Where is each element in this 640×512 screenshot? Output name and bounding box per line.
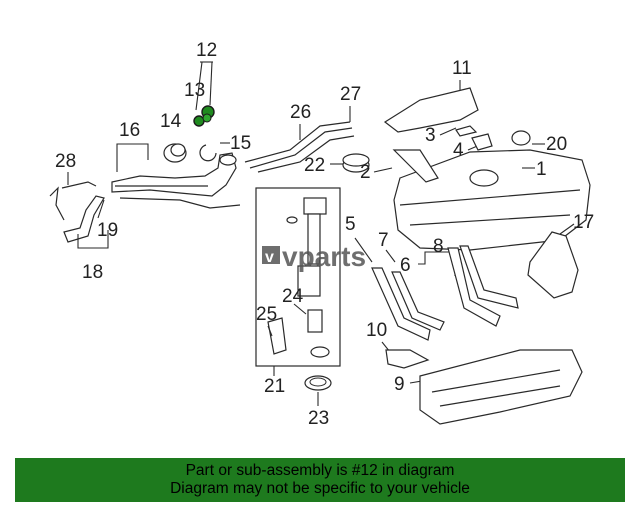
part-21-group-box [255, 187, 341, 367]
part-6-strap [447, 247, 501, 327]
callout-26: 26 [290, 102, 311, 123]
part-5-strap [371, 267, 431, 341]
callout-10: 10 [366, 320, 387, 341]
info-banner: Part or sub-assembly is #12 in diagram D… [15, 458, 625, 502]
callout-9: 9 [394, 374, 405, 395]
callout-15: 15 [230, 133, 251, 154]
part-26 [244, 121, 355, 173]
part-14 [163, 143, 187, 163]
part-8-strap [459, 245, 519, 309]
callout-24: 24 [282, 286, 304, 307]
callout-28: 28 [55, 151, 76, 172]
callout-27: 27 [340, 84, 361, 105]
banner-line-1: Part or sub-assembly is #12 in diagram [185, 462, 455, 479]
watermark-logo-icon [262, 246, 280, 264]
callout-17: 17 [573, 212, 594, 233]
callout-11: 11 [452, 58, 472, 79]
callout-20: 20 [546, 134, 567, 155]
vparts-watermark: v vparts [262, 241, 366, 272]
part-12-highlighted[interactable] [193, 61, 215, 127]
svg-text:vparts: vparts [282, 241, 366, 272]
part-10 [385, 349, 430, 369]
part-1-fuel-tank [393, 149, 591, 251]
part-22 [342, 153, 370, 173]
callout-23: 23 [308, 408, 329, 429]
part-15 [199, 144, 217, 162]
part-16-filler-pipe [111, 152, 241, 209]
callout-16: 16 [119, 120, 140, 141]
part-2 [392, 149, 439, 183]
part-17 [527, 231, 579, 299]
callout-25: 25 [256, 304, 277, 325]
part-7-strap [391, 271, 445, 331]
callout-3: 3 [425, 125, 436, 146]
callout-4: 4 [453, 140, 464, 161]
part-3 [455, 125, 478, 137]
callout-7: 7 [378, 230, 389, 251]
part-9-skid-plate [419, 349, 583, 425]
callout-14: 14 [160, 111, 182, 132]
part-4 [471, 133, 493, 151]
part-18-hose [63, 195, 105, 243]
part-11 [383, 87, 479, 133]
callout-22: 22 [304, 155, 325, 176]
parts-diagram: 12 13 14 15 16 28 19 18 26 27 22 11 [49, 40, 594, 429]
callout-6: 6 [400, 255, 411, 276]
part-28 [49, 181, 97, 221]
callout-2: 2 [360, 162, 371, 183]
part-21-fuel-pump-assembly [267, 197, 330, 358]
callout-12: 12 [196, 40, 217, 61]
callout-5: 5 [345, 214, 356, 235]
part-20 [511, 130, 531, 146]
banner-line-2: Diagram may not be specific to your vehi… [170, 480, 470, 497]
svg-text:v: v [265, 249, 274, 266]
callout-13: 13 [184, 80, 205, 101]
callout-8: 8 [433, 236, 444, 257]
callout-18: 18 [82, 262, 103, 283]
callout-1: 1 [536, 159, 547, 180]
callout-21: 21 [264, 376, 285, 397]
